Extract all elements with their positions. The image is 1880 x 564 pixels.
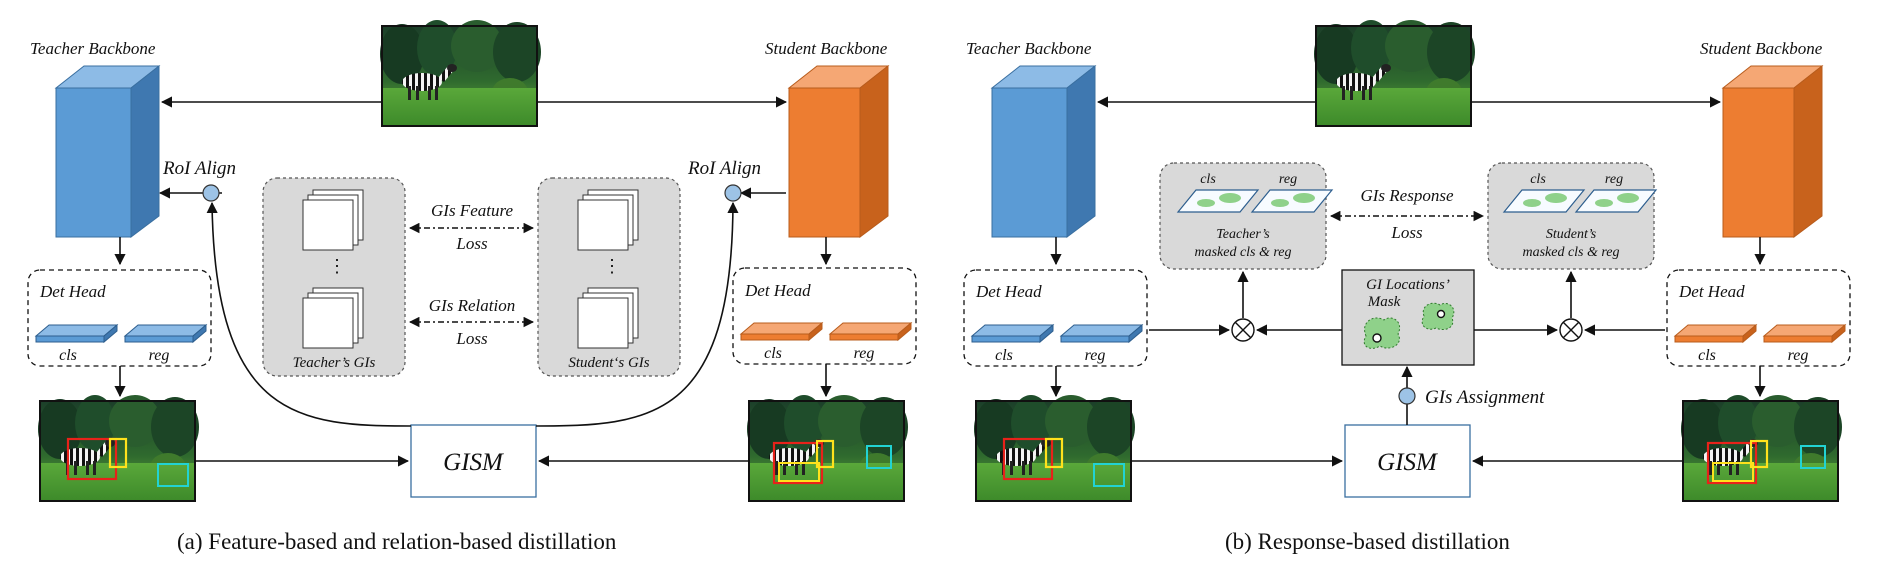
gi-feature-stack-top-left (302, 189, 364, 251)
gi-locations-mask-box: GI Locations’ Mask (1341, 269, 1475, 366)
gis-relation-loss-label-2: Loss (455, 329, 488, 348)
gis-feature-loss-label-2: Loss (455, 234, 488, 253)
student-backbone-b (1721, 64, 1824, 238)
gis-assignment-label: GIs Assignment (1425, 387, 1545, 408)
gi-feature-stack-bottom-left (302, 287, 364, 349)
ellipsis-right: ⋮ (603, 256, 621, 276)
student-detection-image-b (1681, 395, 1842, 502)
roi-align-right-node (724, 184, 742, 202)
teacher-backbone-label-a: Teacher Backbone (30, 39, 156, 58)
caption-a: (a) Feature-based and relation-based dis… (177, 529, 617, 554)
cls-slab-student-a (739, 321, 824, 342)
det-head-label-student-a: Det Head (744, 281, 811, 300)
cls-slab-teacher-a (34, 323, 119, 344)
reg-label-student-b: reg (1788, 347, 1809, 364)
cls-slab-student-b (1673, 323, 1758, 344)
teacher-detection-image-b (974, 395, 1135, 502)
gi-locations-label-1: GI Locations’ (1366, 277, 1450, 293)
reg-label-student-a: reg (854, 345, 875, 362)
caption-b: (b) Response-based distillation (1225, 529, 1510, 554)
gi-feature-stack-top-right (577, 189, 639, 251)
gis-assignment-node (1398, 387, 1416, 405)
students-gis-panel: ⋮ Student‘s GIs (537, 177, 681, 377)
teacher-backbone-a (54, 64, 161, 238)
cls-slab-teacher-b (970, 323, 1055, 344)
reg-label-teacher-b: reg (1085, 347, 1106, 364)
teacher-masked-label-2: masked cls & reg (1194, 245, 1291, 260)
reg-label-teacher-a: reg (149, 347, 170, 364)
reg-label-student-masked: reg (1605, 172, 1623, 187)
teacher-masked-label-1: Teacher’s (1216, 227, 1270, 242)
reg-slab-teacher-a (123, 323, 208, 344)
cls-label-teacher-a: cls (59, 347, 77, 364)
panel-b: Teacher Backbone Student Backbone cls re… (963, 20, 1851, 554)
teacher-det-head-b: Det Head cls reg (963, 269, 1148, 367)
det-head-label-teacher-b: Det Head (975, 282, 1042, 301)
teacher-backbone-b (990, 64, 1097, 238)
teacher-detection-image-a (38, 395, 199, 502)
input-image-b (1314, 20, 1475, 127)
reg-slab-student-b (1762, 323, 1847, 344)
masked-cls-slab-teacher (1176, 189, 1260, 213)
reg-slab-student-a (828, 321, 913, 342)
reg-slab-teacher-b (1059, 323, 1144, 344)
masked-cls-slab-student (1502, 189, 1586, 213)
gism-box-b: GISM (1344, 424, 1471, 498)
multiply-node-student-icon (1559, 318, 1583, 342)
curve-gism-to-roi-left (206, 201, 412, 427)
det-head-label-student-b: Det Head (1678, 282, 1745, 301)
cls-label-student-b: cls (1698, 347, 1716, 364)
reg-label-teacher-masked: reg (1279, 172, 1297, 187)
gism-box-a: GISM (410, 424, 537, 498)
student-det-head-a: Det Head cls reg (732, 267, 917, 365)
student-masked-label-1: Student’s (1546, 227, 1597, 242)
teacher-backbone-label-b: Teacher Backbone (966, 39, 1092, 58)
curve-gism-to-roi-right (535, 201, 739, 427)
masked-reg-slab-teacher (1250, 189, 1334, 213)
student-backbone-label-a: Student Backbone (765, 39, 888, 58)
masked-reg-slab-student (1574, 189, 1658, 213)
gis-response-label-1: GIs Response (1360, 186, 1453, 205)
panel-a: Teacher Backbone Student Backbone RoI Al… (27, 20, 917, 554)
student-detection-image-a (747, 395, 908, 502)
roi-align-left-label: RoI Align (162, 158, 236, 179)
gi-feature-stack-bottom-right (577, 287, 639, 349)
cls-label-teacher-masked: cls (1200, 172, 1216, 187)
cls-label-student-masked: cls (1530, 172, 1546, 187)
teachers-gis-panel: ⋮ Teacher’s GIs (262, 177, 406, 377)
ellipsis-left: ⋮ (328, 256, 346, 276)
mask-blob-left-icon (1363, 317, 1400, 349)
mask-blob-right-icon (1421, 302, 1455, 331)
input-image-a (380, 20, 541, 127)
teacher-masked-panel: cls reg Teacher’s masked cls & reg (1159, 162, 1334, 270)
teacher-det-head-a: Det Head cls reg (27, 269, 212, 367)
cls-label-student-a: cls (764, 345, 782, 362)
student-masked-label-2: masked cls & reg (1522, 245, 1619, 260)
gis-feature-loss-label-1: GIs Feature (431, 201, 513, 220)
gis-relation-loss-label-1: GIs Relation (429, 296, 515, 315)
gis-response-label-2: Loss (1390, 223, 1423, 242)
gism-label-a: GISM (443, 449, 504, 476)
det-head-label-teacher-a: Det Head (39, 282, 106, 301)
gism-label-b: GISM (1377, 449, 1438, 476)
cls-label-teacher-b: cls (995, 347, 1013, 364)
roi-align-left-node (202, 184, 220, 202)
teachers-gis-label: Teacher’s GIs (293, 355, 376, 371)
student-det-head-b: Det Head cls reg (1666, 269, 1851, 367)
student-backbone-label-b: Student Backbone (1700, 39, 1823, 58)
roi-align-right-label: RoI Align (687, 158, 761, 179)
student-backbone-a (787, 64, 890, 238)
gi-locations-label-2: Mask (1367, 294, 1401, 310)
students-gis-label: Student‘s GIs (568, 355, 649, 371)
student-masked-panel: cls reg Student’s masked cls & reg (1487, 162, 1658, 270)
multiply-node-teacher-icon (1231, 318, 1255, 342)
